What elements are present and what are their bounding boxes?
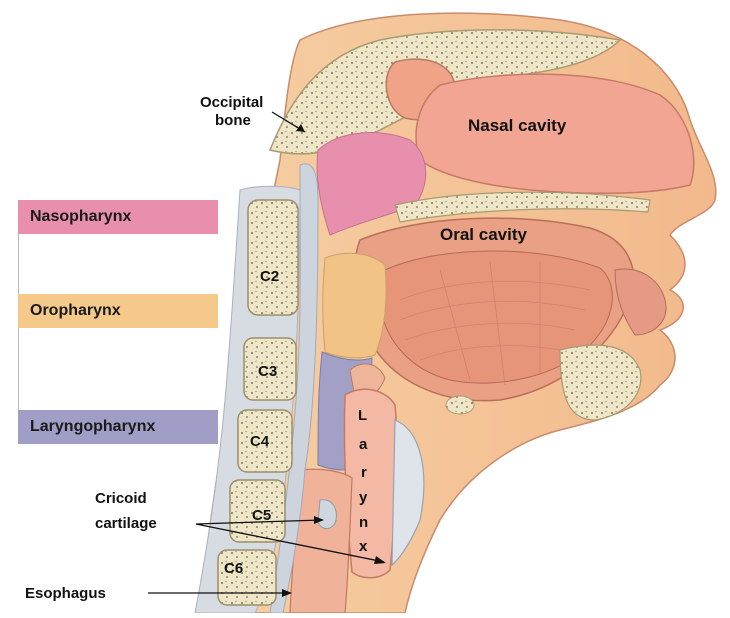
legend-nasopharynx: Nasopharynx bbox=[18, 200, 218, 234]
label-oral-cavity: Oral cavity bbox=[440, 225, 527, 244]
label-nasal-cavity: Nasal cavity bbox=[468, 116, 567, 135]
label-c6: C6 bbox=[224, 560, 243, 577]
oropharynx-region bbox=[323, 253, 386, 358]
larynx-letter-3: r bbox=[361, 464, 367, 481]
vertebra-c2 bbox=[248, 200, 298, 315]
larynx-letter-2: a bbox=[359, 436, 368, 453]
label-esophagus: Esophagus bbox=[25, 585, 106, 602]
label-c3: C3 bbox=[258, 363, 277, 380]
legend-oropharynx-label: Oropharynx bbox=[30, 302, 121, 320]
label-c4: C4 bbox=[250, 433, 270, 450]
legend-oropharynx: Oropharynx bbox=[18, 294, 218, 328]
larynx-letter-4: y bbox=[359, 489, 368, 506]
label-occipital-bone-2: bone bbox=[215, 112, 251, 129]
hyoid-bone bbox=[446, 396, 474, 414]
legend-nasopharynx-label: Nasopharynx bbox=[30, 208, 131, 226]
larynx-letter-6: x bbox=[359, 538, 368, 555]
label-cricoid-1: Cricoid bbox=[95, 490, 147, 507]
larynx-letter-5: n bbox=[359, 514, 368, 531]
label-cricoid-2: cartilage bbox=[95, 515, 157, 532]
label-c2: C2 bbox=[260, 268, 279, 285]
label-occipital-bone-1: Occipital bbox=[200, 94, 263, 111]
vertebra-c6 bbox=[218, 550, 276, 605]
larynx-letter-1: L bbox=[358, 407, 367, 424]
legend-laryngopharynx: Laryngopharynx bbox=[18, 410, 218, 444]
legend-laryngopharynx-label: Laryngopharynx bbox=[30, 418, 155, 436]
